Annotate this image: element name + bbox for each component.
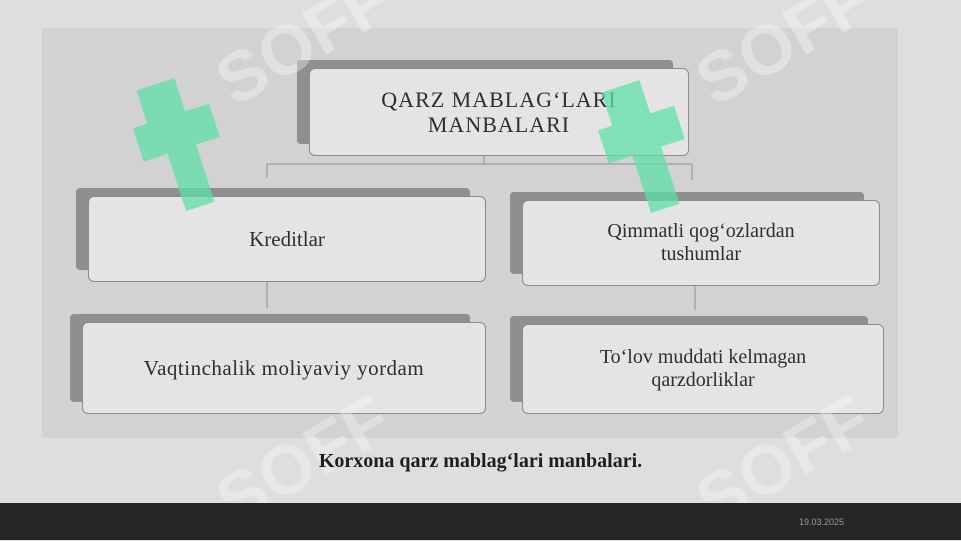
slide-footer-bar: 19.03.2025 — [0, 503, 961, 540]
diagram-photo: QARZ MABLAG‘LARI MANBALARI Kreditlar Qim… — [42, 28, 898, 438]
root-node-label: QARZ MABLAG‘LARI MANBALARI — [381, 86, 617, 137]
vaqtinchalik-yordam-label: Vaqtinchalik moliyaviy yordam — [143, 355, 425, 380]
footer-date: 19.03.2025 — [798, 517, 844, 527]
qimmatli-qogozlar-node: Qimmatli qog‘ozlardan tushumlar — [522, 200, 880, 286]
tolov-muddati-node: To‘lov muddati kelmagan qarzdorliklar — [522, 324, 884, 414]
kreditlar-node: Kreditlar — [88, 196, 486, 282]
root-node: QARZ MABLAG‘LARI MANBALARI — [309, 68, 689, 156]
qimmatli-qogozlar-label: Qimmatli qog‘ozlardan tushumlar — [607, 220, 795, 265]
figure-caption: Korxona qarz mablag‘lari manbalari. — [318, 450, 643, 472]
kreditlar-label: Kreditlar — [249, 226, 325, 251]
vaqtinchalik-yordam-node: Vaqtinchalik moliyaviy yordam — [82, 322, 486, 414]
tolov-muddati-label: To‘lov muddati kelmagan qarzdorliklar — [599, 346, 807, 391]
